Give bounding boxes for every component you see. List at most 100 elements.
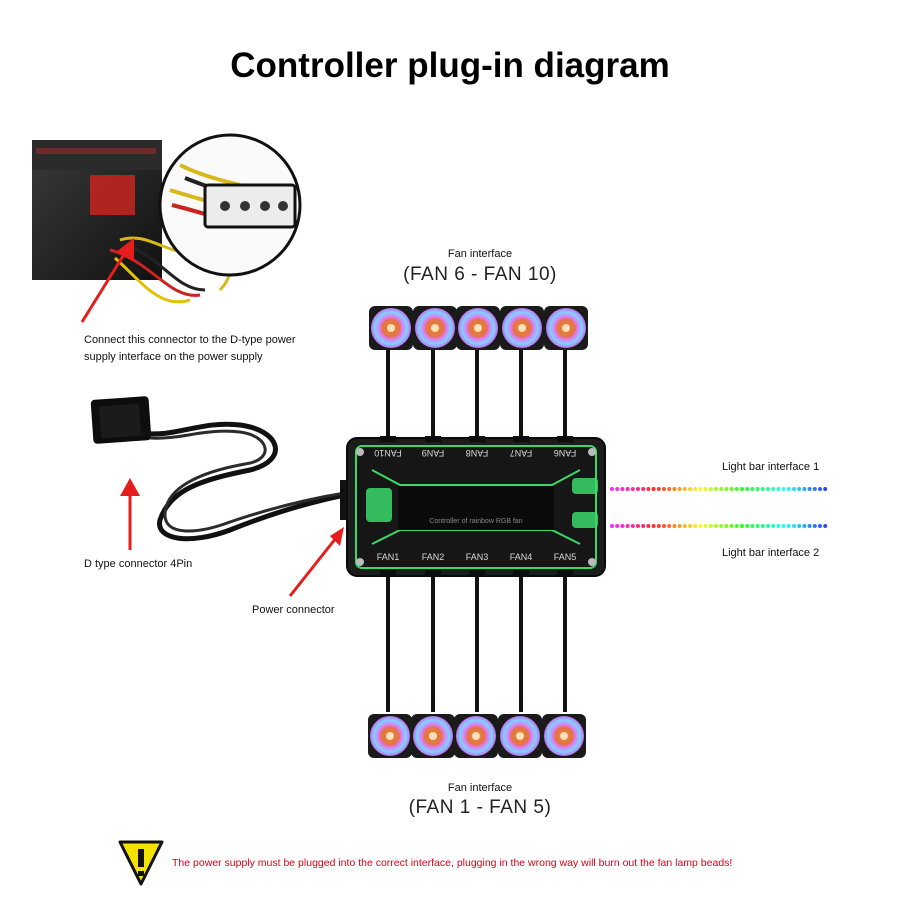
led-bead	[766, 487, 770, 491]
led-bead	[729, 487, 734, 491]
led-bead	[776, 487, 781, 491]
rgb-fan-icon	[542, 714, 586, 758]
fan-port-top	[380, 436, 396, 442]
psu-note-line-2: supply interface on the power supply	[84, 351, 263, 363]
led-bead	[662, 524, 666, 528]
fan-top-label: Fan interface	[447, 248, 513, 260]
led-bead	[734, 524, 739, 528]
warning-triangle-icon	[118, 840, 164, 886]
led-bead	[693, 524, 698, 528]
led-bead	[750, 524, 755, 528]
led-bead	[625, 487, 630, 491]
light-bar-1-label: Light bar interface 1	[722, 461, 820, 473]
led-bead	[651, 487, 656, 491]
led-bead	[672, 524, 677, 528]
led-bead	[688, 487, 692, 491]
rgb-fan-icon	[500, 306, 544, 350]
port-label-bottom: FAN2	[422, 552, 445, 562]
rgb-fan-icon	[413, 306, 457, 350]
led-bead	[646, 524, 651, 528]
led-bead	[688, 524, 692, 528]
dtype-arrow-icon	[120, 478, 140, 550]
dtype-connector	[90, 396, 346, 542]
led-bead	[656, 524, 661, 528]
led-bead	[693, 487, 698, 491]
led-bead	[719, 524, 724, 528]
led-bead	[755, 487, 760, 491]
led-bead	[792, 524, 796, 528]
led-bead	[745, 487, 750, 491]
led-bead	[760, 524, 765, 528]
led-bead	[610, 524, 614, 528]
led-bead	[636, 487, 640, 491]
led-bead	[708, 524, 713, 528]
led-bead	[802, 487, 807, 491]
psu-note-line-1: Connect this connector to the D-type pow…	[84, 334, 296, 346]
led-bead	[625, 524, 630, 528]
led-bead	[797, 524, 802, 528]
led-bead	[729, 524, 734, 528]
led-bead	[677, 487, 682, 491]
port-label-top: FAN8	[466, 448, 489, 458]
led-bead	[610, 487, 614, 491]
controller-center-text: Controller of rainbow RGB fan	[429, 518, 522, 525]
led-bead	[823, 524, 828, 528]
psu-arrow-icon	[80, 238, 134, 323]
led-bead	[776, 524, 781, 528]
led-bead	[771, 524, 776, 528]
led-bead	[781, 524, 786, 528]
dtype-connector-label: D type connector 4Pin	[84, 558, 193, 570]
led-bead	[802, 524, 807, 528]
led-bead	[740, 524, 744, 528]
fan-bottom-range: (FAN 1 - FAN 5)	[408, 797, 552, 818]
rgb-fan-icon	[411, 714, 455, 758]
led-bead	[708, 487, 713, 491]
led-bead	[698, 487, 703, 491]
led-bead	[651, 524, 656, 528]
power-arrow-icon	[288, 527, 344, 597]
port-label-bottom: FAN1	[377, 552, 400, 562]
psu-connect-note: Connect this connector to the D-type pow…	[84, 332, 314, 366]
led-bead	[766, 524, 770, 528]
led-bead	[740, 487, 744, 491]
led-bead	[734, 487, 739, 491]
fan-port-top	[425, 436, 441, 442]
led-bead	[714, 487, 718, 491]
led-bead	[641, 487, 646, 491]
fan-port-top	[557, 436, 573, 442]
led-bead	[812, 524, 817, 528]
fan-port-bottom	[425, 570, 441, 576]
led-bead	[807, 487, 812, 491]
led-bead	[667, 487, 672, 491]
led-bead	[807, 524, 812, 528]
led-bead	[724, 487, 729, 491]
fan-port-bottom	[469, 570, 485, 576]
fan-bottom-label: Fan interface	[447, 782, 513, 794]
port-label-bottom: FAN3	[466, 552, 489, 562]
led-bead	[755, 524, 760, 528]
led-bead	[646, 487, 651, 491]
led-bead	[719, 487, 724, 491]
led-bead	[812, 487, 817, 491]
light-bar-2-label: Light bar interface 2	[722, 547, 820, 559]
led-bead	[662, 487, 666, 491]
led-bead	[823, 487, 828, 491]
port-label-top: FAN6	[554, 448, 577, 458]
light-bar-strips	[610, 487, 828, 528]
led-bead	[620, 487, 625, 491]
led-bead	[615, 524, 620, 528]
psu-illustration	[32, 133, 302, 304]
fan-top-range: (FAN 6 - FAN 10)	[403, 264, 557, 285]
rgb-fan-icon	[368, 714, 412, 758]
top-fans	[369, 306, 588, 350]
page-title: Controller plug-in diagram	[230, 46, 670, 85]
port-label-top: FAN7	[510, 448, 533, 458]
led-bead	[703, 524, 708, 528]
fan-port-bottom	[380, 570, 396, 576]
fan-port-top	[513, 436, 529, 442]
port-label-bottom: FAN5	[554, 552, 577, 562]
fan-port-top	[469, 436, 485, 442]
